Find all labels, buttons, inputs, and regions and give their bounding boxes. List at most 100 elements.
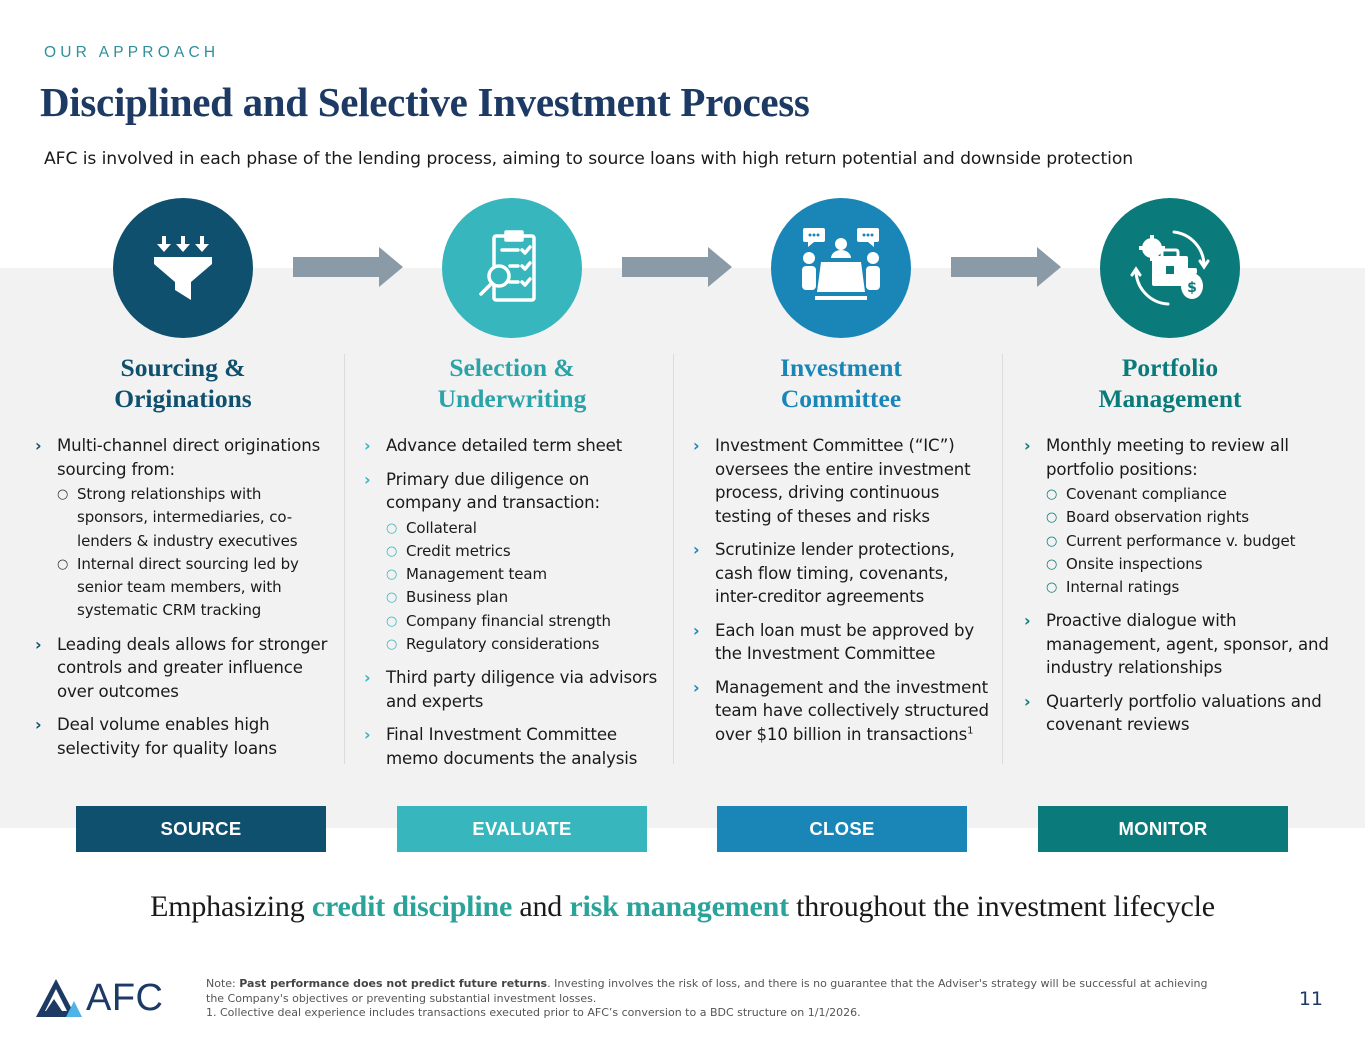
bullet-item: › Final Investment Committee memo docume… [364,723,669,770]
clipboard-magnifier-icon [479,230,536,302]
circle-bullet-icon: ○ [386,590,398,606]
stage-label-evaluate: EVALUATE [397,806,647,852]
svg-text:$: $ [1187,280,1197,296]
bullet-text: Primary due diligence on company and tra… [386,469,600,513]
phase-icon-selection [442,198,582,338]
circle-bullet-icon: ○ [1046,580,1058,596]
sub-bullet-text: Board observation rights [1066,508,1249,527]
sub-bullet: ○Collateral [386,517,669,540]
stage-label-monitor: MONITOR [1038,806,1288,852]
logo-text: AFC [86,976,164,1019]
bullet-item: › Deal volume enables high selectivity f… [35,713,335,760]
sub-bullet: ○ Internal ratings [1046,576,1329,599]
bullet-item: › Third party diligence via advisors and… [364,666,669,713]
phase-icon-committee [771,198,911,338]
bullet-text: Quarterly portfolio valuations and coven… [1046,691,1322,735]
sub-bullet: ○ Business plan [386,586,669,609]
sub-bullet-text: Covenant compliance [1066,485,1227,503]
bullet-item: › Advance detailed term sheet [364,434,669,458]
circle-bullet-icon: ○ [57,487,69,502]
bullet-text: Scrutinize lender protections, cash flow… [715,540,955,606]
column-divider [1002,354,1003,764]
sub-bullet-text: Internal direct sourcing led by senior t… [77,554,299,620]
sub-bullet: ○Regulatory considerations [386,633,669,656]
chevron-right-icon: › [693,620,700,640]
chevron-right-icon: › [1024,436,1031,455]
sub-bullet: ○ Credit metrics [386,540,669,563]
tagline-text: throughout the investment lifecycle [788,890,1215,923]
sub-bullet-text: Credit metrics [406,541,511,560]
phase-bullets-selection: › Advance detailed term sheet › Primary … [364,434,669,780]
sub-bullet-text: Company financial strength [406,611,611,630]
sub-bullet: ○ Strong relationships with sponsors, int… [57,483,335,553]
chevron-right-icon: › [364,436,371,455]
page-number: 11 [1298,988,1323,1010]
title-line: Portfolio [1121,353,1219,382]
tagline-text: Emphasizing [150,890,312,923]
circle-bullet-icon: ○ [386,520,398,536]
bullet-text: Multi-channel direct originations sourci… [57,436,321,479]
chevron-right-icon: › [364,725,371,745]
sub-bullet-text: Management team [406,565,547,584]
circle-bullet-icon: ○ [386,567,398,583]
note-bold: Past performance does not predict future… [239,977,548,990]
bullet-item: › Investment Committee (“IC”) oversees t… [693,434,993,528]
bullet-text: Leading deals allows for stronger contro… [57,634,328,701]
footnote-ref: 1 [967,724,974,736]
sub-bullet-text: Current performance v. budget [1066,531,1296,550]
sub-bullet: ○ Onsite inspections [1046,553,1329,576]
bullet-text: Deal volume enables high selectivity for… [57,715,277,758]
footnote: Note: Past performance does not predict … [206,977,1216,1021]
sub-bullet-text: Internal ratings [1066,578,1180,597]
phase-title-selection: Selection & Underwriting [362,352,662,414]
phase-bullets-sourcing: › Multi-channel direct originations sour… [35,434,335,770]
sub-bullet-text: Business plan [406,588,509,607]
tagline-highlight: credit discipline [311,890,513,923]
content-band [0,268,1365,828]
phase-title-portfolio: Portfolio Management [1020,352,1320,414]
bullet-item: › Monthly meeting to review all portfoli… [1024,434,1329,599]
phase-icon-portfolio: $ [1100,198,1240,338]
chevron-right-icon: › [693,436,700,455]
sub-bullet: ○Covenant compliance [1046,483,1329,506]
circle-bullet-icon: ○ [57,556,69,572]
phase-title-sourcing: Sourcing & Originations [33,352,333,414]
bullet-text: Management and the investment team have … [715,677,989,744]
circle-bullet-icon: ○ [1046,556,1058,572]
stage-label-close: CLOSE [717,806,967,852]
title-line: Sourcing & [120,353,246,382]
portfolio-cycle-icon: $ [1130,230,1210,306]
title-line: Management [1098,384,1242,413]
circle-bullet-icon: ○ [386,543,398,559]
bullet-text: Proactive dialogue with management, agen… [1046,611,1329,678]
sub-bullet-text: Strong relationships with sponsors, inte… [77,485,298,550]
phase-bullets-portfolio: › Monthly meeting to review all portfoli… [1024,434,1329,747]
bullet-item: › Leading deals allows for stronger cont… [35,633,335,704]
circle-bullet-icon: ○ [1046,510,1058,526]
circle-bullet-icon: ○ [386,613,398,629]
bullet-item: › Scrutinize lender protections, cash fl… [693,538,993,609]
phase-icon-sourcing [113,198,253,338]
chevron-right-icon: › [35,715,42,735]
bullet-item: › Each loan must be approved by the Inve… [693,619,993,666]
bullet-item: › Proactive dialogue with management, ag… [1024,609,1329,680]
circle-bullet-icon: ○ [386,636,398,652]
flow-arrow-2 [622,247,732,287]
section-eyebrow: OUR APPROACH [44,44,220,61]
sub-bullet-text: Onsite inspections [1066,554,1203,573]
bullet-text: Advance detailed term sheet [386,436,623,455]
column-divider [344,354,345,764]
tagline: Emphasizing credit discipline and risk m… [0,890,1365,924]
circle-bullet-icon: ○ [1046,533,1058,549]
bullet-text: Final Investment Committee memo document… [386,725,638,768]
title-line: Selection & [449,353,575,382]
stage-label-source: SOURCE [76,806,326,852]
sub-bullet: ○ Management team [386,563,669,586]
phase-title-committee: Investment Committee [691,352,991,414]
disclaimer-note: Note: Past performance does not predict … [206,977,1216,1006]
chevron-right-icon: › [1024,611,1031,631]
bullet-item: › Multi-channel direct originations sour… [35,434,335,623]
bullet-text: Monthly meeting to review all portfolio … [1046,436,1289,479]
page-title: Disciplined and Selective Investment Pro… [40,79,810,125]
title-line: Investment [780,353,902,382]
